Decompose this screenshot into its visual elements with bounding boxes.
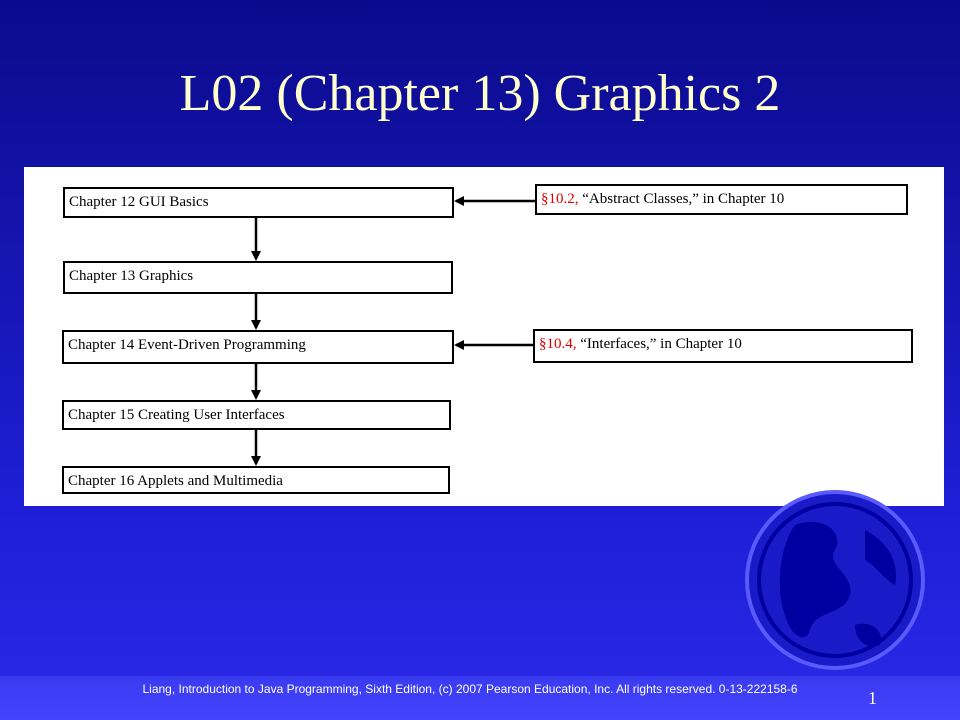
slide-title: L02 (Chapter 13) Graphics 2 [179, 65, 781, 122]
arrows-layer [251, 196, 535, 466]
section-reference: §10.2, [541, 191, 583, 207]
footer-copyright: Liang, Introduction to Java Programming,… [142, 682, 798, 696]
dependency-label: “Interfaces,” in Chapter 10 [580, 336, 742, 352]
chapter-box-14: Chapter 14 Event-Driven Programming [62, 330, 454, 364]
chapter-box-15: Chapter 15 Creating User Interfaces [62, 400, 451, 430]
dependency-diagram: Chapter 12 GUI Basics Chapter 13 Graphic… [24, 167, 944, 506]
dependency-box-abstract-classes: §10.2, “Abstract Classes,” in Chapter 10 [535, 184, 908, 215]
globe-icon [745, 490, 925, 670]
chapter-box-12: Chapter 12 GUI Basics [63, 187, 454, 218]
chapter-box-13: Chapter 13 Graphics [63, 261, 453, 294]
section-reference: §10.4, [539, 336, 581, 352]
footer-bar [0, 676, 960, 720]
page-number: 1 [868, 688, 877, 708]
dependency-box-interfaces: §10.4, “Interfaces,” in Chapter 10 [533, 329, 913, 363]
dependency-label: “Abstract Classes,” in Chapter 10 [582, 191, 785, 207]
chapter-box-16: Chapter 16 Applets and Multimedia [62, 466, 450, 494]
